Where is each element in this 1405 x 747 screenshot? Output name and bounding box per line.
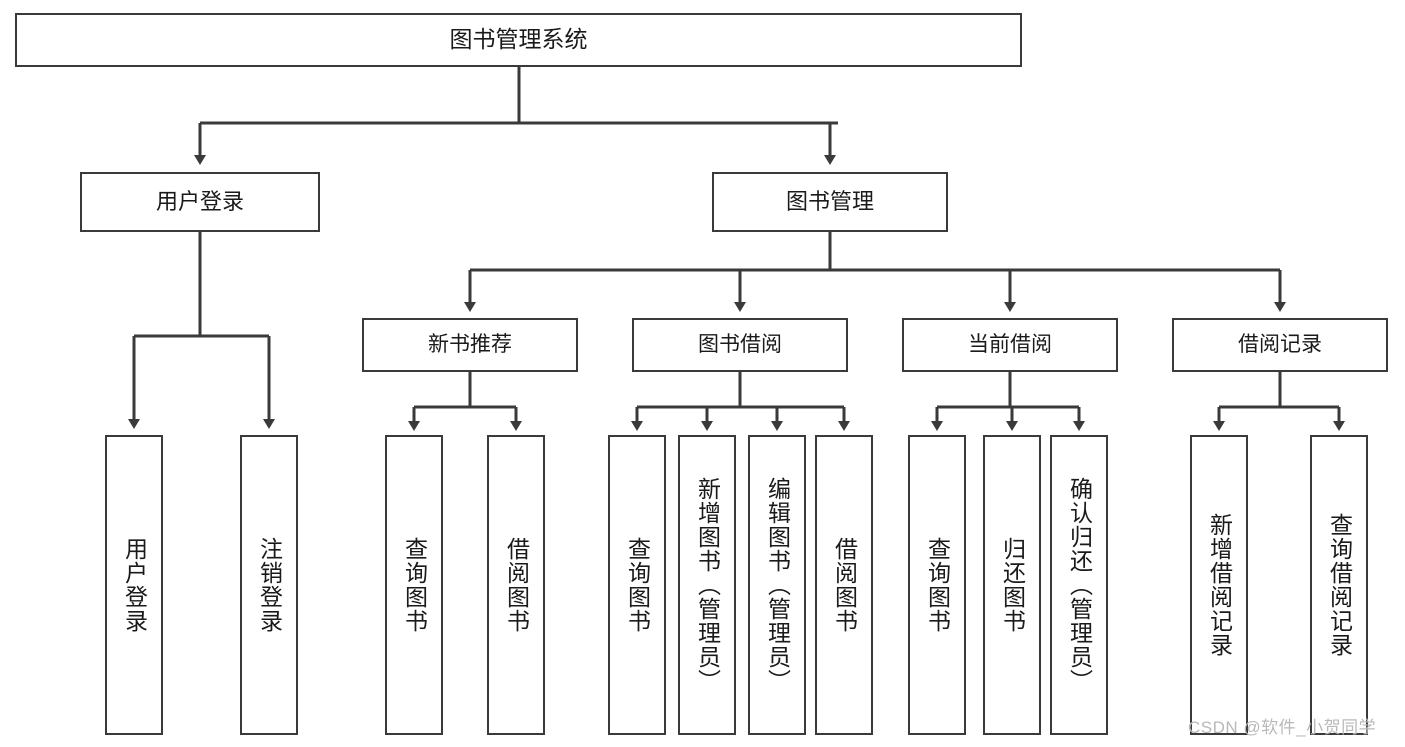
node-new-book-recommend[interactable]: 新书推荐 — [362, 318, 578, 372]
node-leaf-confirm-return[interactable]: 确认归还（管理员） — [1050, 435, 1108, 735]
node-user-login-label: 用户登录 — [155, 189, 244, 215]
node-book-management-label: 图书管理 — [785, 189, 874, 215]
node-book-borrow-label: 图书借阅 — [698, 332, 782, 356]
node-leaf-add-book-admin[interactable]: 新增图书（管理员） — [678, 435, 736, 735]
node-leaf-confirm-return-label: 确认归还（管理员） — [1066, 477, 1093, 693]
node-leaf-logout-login[interactable]: 注销登录 — [240, 435, 298, 735]
node-borrow-records[interactable]: 借阅记录 — [1172, 318, 1388, 372]
node-leaf-query-record[interactable]: 查询借阅记录 — [1310, 435, 1368, 735]
node-leaf-query-books-cur[interactable]: 查询图书 — [908, 435, 966, 735]
node-leaf-return-book[interactable]: 归还图书 — [983, 435, 1041, 735]
node-leaf-user-login-label: 用户登录 — [121, 537, 148, 633]
node-root-system-label: 图书管理系统 — [449, 26, 588, 53]
node-leaf-query-books-label: 查询图书 — [624, 537, 651, 633]
node-leaf-query-books-rec-label: 查询图书 — [401, 537, 428, 633]
node-leaf-query-books[interactable]: 查询图书 — [608, 435, 666, 735]
node-leaf-borrow-book-label: 借阅图书 — [831, 537, 858, 633]
node-leaf-borrow-books-rec-label: 借阅图书 — [503, 537, 530, 633]
node-leaf-return-book-label: 归还图书 — [999, 537, 1026, 633]
node-leaf-user-login[interactable]: 用户登录 — [105, 435, 163, 735]
node-leaf-borrow-book[interactable]: 借阅图书 — [815, 435, 873, 735]
node-borrow-records-label: 借阅记录 — [1238, 332, 1322, 356]
node-leaf-add-record-label: 新增借阅记录 — [1206, 513, 1233, 657]
node-root-system[interactable]: 图书管理系统 — [15, 13, 1022, 67]
node-book-borrow[interactable]: 图书借阅 — [632, 318, 848, 372]
node-leaf-logout-login-label: 注销登录 — [256, 537, 283, 633]
node-leaf-add-book-admin-label: 新增图书（管理员） — [694, 477, 721, 693]
node-leaf-add-record[interactable]: 新增借阅记录 — [1190, 435, 1248, 735]
node-leaf-edit-book-admin-label: 编辑图书（管理员） — [764, 477, 791, 693]
node-current-borrow-label: 当前借阅 — [968, 332, 1052, 356]
node-current-borrow[interactable]: 当前借阅 — [902, 318, 1118, 372]
node-leaf-query-books-rec[interactable]: 查询图书 — [385, 435, 443, 735]
node-new-book-recommend-label: 新书推荐 — [428, 332, 512, 356]
node-leaf-query-books-cur-label: 查询图书 — [924, 537, 951, 633]
node-leaf-borrow-books-rec[interactable]: 借阅图书 — [487, 435, 545, 735]
node-book-management[interactable]: 图书管理 — [712, 172, 948, 232]
node-leaf-query-record-label: 查询借阅记录 — [1326, 513, 1353, 657]
node-user-login[interactable]: 用户登录 — [80, 172, 320, 232]
node-leaf-edit-book-admin[interactable]: 编辑图书（管理员） — [748, 435, 806, 735]
